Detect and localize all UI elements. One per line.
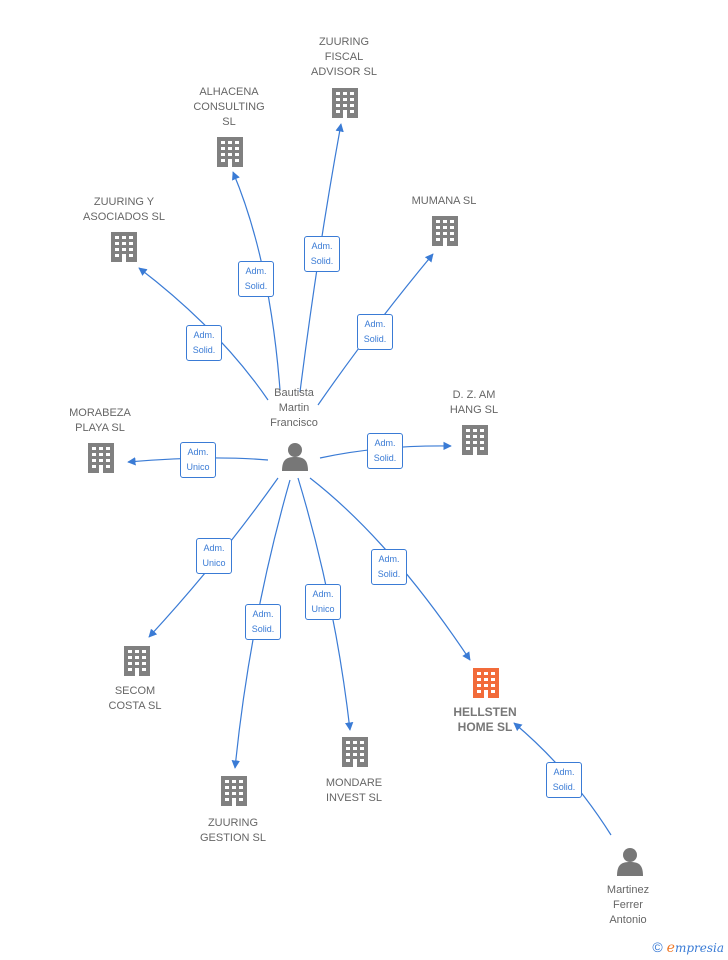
empresia-brand[interactable]: ©empresia — [652, 939, 724, 956]
edge-label-morabeza: Adm. Unico — [180, 442, 216, 478]
edge-label-alhacena: Adm. Solid. — [238, 261, 274, 297]
building-icon-morabeza — [88, 443, 114, 473]
node-label-mumana[interactable]: MUMANA SL — [411, 195, 477, 207]
edge-label-hellsten: Adm. Solid. — [371, 549, 407, 585]
building-icon-mumana — [432, 216, 458, 246]
node-label-secom[interactable]: SECOM COSTA SL — [108, 685, 162, 712]
node-label-bautista[interactable]: Bautista Martin Francisco — [270, 387, 318, 429]
building-icon-zuuring-gestion — [221, 776, 247, 806]
edge-label-dzam: Adm. Solid. — [367, 433, 403, 469]
edge-label-zuuring-fiscal: Adm. Solid. — [304, 236, 340, 272]
node-label-mondare[interactable]: MONDARE INVEST SL — [325, 777, 383, 804]
building-icon-hellsten — [473, 668, 499, 698]
node-label-zuuring-gestion[interactable]: ZUURING GESTION SL — [199, 817, 267, 844]
edge-label-mondare: Adm. Unico — [305, 584, 341, 620]
edge-label-zuuring-gestion: Adm. Solid. — [245, 604, 281, 640]
brand-e: e — [666, 940, 675, 956]
edge-label-martinez-hellsten: Adm. Solid. — [546, 762, 582, 798]
person-icon-bautista — [282, 443, 308, 471]
building-icon-zuuring-asociados — [111, 232, 137, 262]
node-label-martinez[interactable]: Martinez Ferrer Antonio — [606, 884, 650, 926]
node-label-hellsten[interactable]: HELLSTEN HOME SL — [453, 705, 517, 734]
edge-label-zuuring-asociados: Adm. Solid. — [186, 325, 222, 361]
building-icon-dzam — [462, 425, 488, 455]
building-icon-zuuring-fiscal — [332, 88, 358, 118]
node-label-morabeza[interactable]: MORABEZA PLAYA SL — [69, 407, 131, 434]
copyright-icon: © — [652, 939, 663, 955]
building-icon-alhacena — [217, 137, 243, 167]
brand-name: mpresia — [674, 941, 724, 955]
building-icon-mondare — [342, 737, 368, 767]
edge-label-mumana: Adm. Solid. — [357, 314, 393, 350]
edge-label-secom: Adm. Unico — [196, 538, 232, 574]
node-label-dzam[interactable]: D. Z. AM HANG SL — [449, 389, 499, 416]
node-label-zuuring-fiscal[interactable]: ZUURING FISCAL ADVISOR SL — [310, 36, 378, 78]
building-icon-secom — [124, 646, 150, 676]
node-label-zuuring-asociados[interactable]: ZUURING Y ASOCIADOS SL — [83, 196, 165, 223]
node-label-alhacena[interactable]: ALHACENA CONSULTING SL — [193, 86, 265, 128]
person-icon-martinez — [617, 848, 643, 876]
